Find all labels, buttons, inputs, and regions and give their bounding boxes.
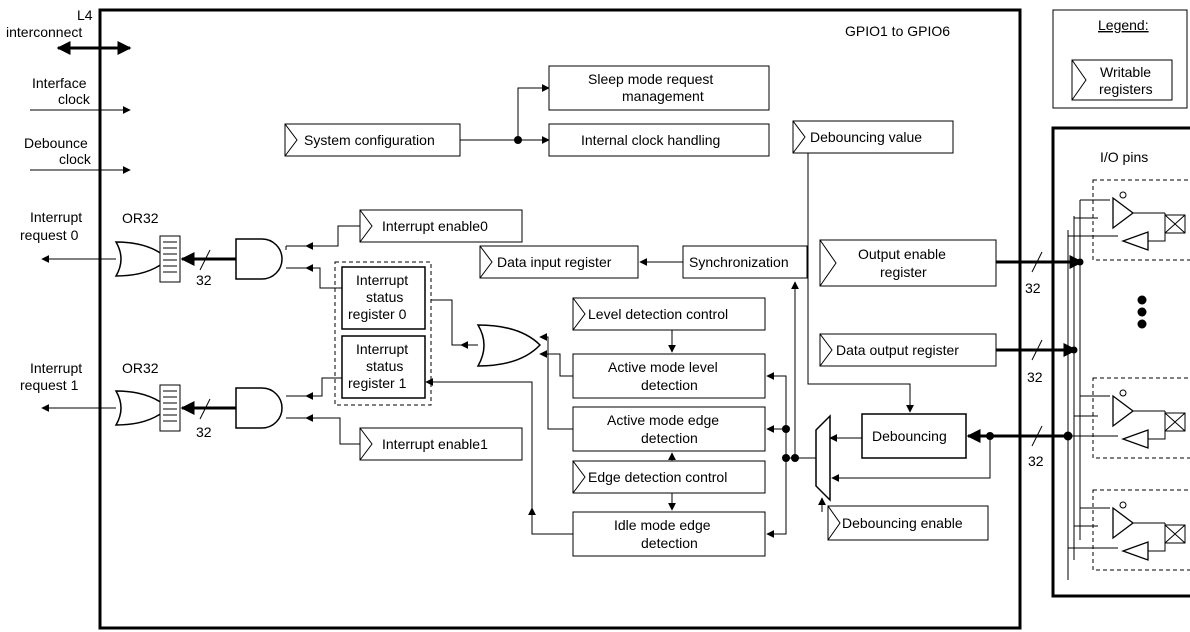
sysconf-to-sleep-arrow — [517, 84, 550, 140]
debounce-clock-label-2: clock — [59, 151, 92, 167]
irq0-label-2: request 0 — [20, 227, 79, 243]
data-input-register-block — [479, 245, 639, 279]
legend-writable-label: Writable — [1100, 64, 1151, 80]
active-level-detection-label: Active mode level — [608, 359, 718, 375]
debouncing-enable-label: Debouncing enable — [842, 515, 963, 531]
and-gate-1 — [235, 387, 283, 429]
pin-wiring — [1063, 199, 1118, 580]
debouncing-value-block — [792, 120, 954, 154]
l4-label-2: interconnect — [6, 24, 82, 40]
system-configuration-block — [284, 123, 461, 157]
or32-gate-0-label: OR32 — [122, 210, 159, 226]
debouncing-value-label: Debouncing value — [810, 129, 922, 145]
irq0-label: Interrupt — [30, 209, 82, 225]
active-edge-detection-block — [572, 406, 766, 452]
isr0-block — [341, 266, 426, 330]
vertical-ellipsis-icon — [1137, 295, 1147, 329]
interrupt-enable1-label: Interrupt enable1 — [382, 436, 488, 452]
debouncing-label: Debouncing — [872, 428, 947, 444]
isr1-block — [341, 335, 426, 399]
pin-cell-1 — [1092, 179, 1190, 261]
legend-title: Legend: — [1098, 17, 1149, 33]
level-detection-control-block — [572, 297, 766, 331]
sleep-mode-label-2: management — [622, 88, 704, 104]
isr1-label: Interrupt — [356, 341, 408, 357]
pin-cell-3 — [1092, 489, 1190, 571]
idle-edge-detection-label-2: detection — [641, 535, 698, 551]
idle-edge-detection-block — [572, 511, 766, 557]
legend-box — [1052, 9, 1188, 109]
edge-detection-control-block — [572, 460, 766, 494]
internal-clock-label: Internal clock handling — [581, 132, 720, 148]
bus-width-label-do: 32 — [1027, 369, 1043, 385]
gpio-module-boundary — [98, 8, 1022, 630]
sleep-mode-block — [548, 65, 770, 111]
isr-group-dashed-box — [334, 261, 432, 406]
legend-writable-label-2: registers — [1099, 81, 1153, 97]
or32-gate-1 — [114, 384, 181, 432]
idle-edge-detection-label: Idle mode edge — [614, 517, 711, 533]
pin-cell-2 — [1092, 377, 1190, 459]
isr0-label: Interrupt — [356, 272, 408, 288]
data-output-register-block — [819, 333, 997, 367]
debounce-clock-label: Debounce — [24, 135, 88, 151]
iface-clock-label-2: clock — [58, 91, 91, 107]
synchronization-block — [682, 245, 808, 279]
detection-or-gate — [476, 324, 542, 367]
or32-gate-0 — [114, 235, 181, 283]
isr0-label-2: status — [366, 289, 403, 305]
gpio-module-label: GPIO1 to GPIO6 — [845, 23, 950, 39]
and-gate-0 — [235, 238, 283, 280]
debouncing-enable-block — [827, 505, 989, 541]
active-level-detection-label-2: detection — [641, 377, 698, 393]
legend-writable-swatch: Writable registers — [1071, 59, 1173, 101]
isr0-label-3: register 0 — [348, 306, 407, 322]
data-input-register-label: Data input register — [497, 254, 612, 270]
active-level-detection-block — [572, 353, 766, 399]
synchronization-label: Synchronization — [689, 254, 789, 270]
irq1-label: Interrupt — [30, 360, 82, 376]
output-enable-register-label: Output enable — [858, 246, 946, 262]
debval-to-debouncing-arrow — [807, 153, 914, 413]
bus-width-label-input: 32 — [1028, 453, 1044, 469]
io-pins-boundary — [1051, 126, 1190, 598]
debounce-mux — [815, 414, 831, 502]
data-output-register-label: Data output register — [836, 342, 959, 358]
l4-label: L4 — [77, 7, 93, 23]
isr1-label-2: status — [366, 358, 403, 374]
internal-clock-block — [548, 123, 770, 157]
bus-width-label-and0: 32 — [196, 272, 212, 288]
system-configuration-label: System configuration — [304, 132, 435, 148]
active-edge-detection-label: Active mode edge — [607, 412, 719, 428]
level-detection-control-label: Level detection control — [588, 306, 728, 322]
bus-width-label-and1: 32 — [196, 424, 212, 440]
bus-width-label-oe: 32 — [1025, 280, 1041, 296]
isr1-label-3: register 1 — [348, 375, 407, 391]
edge-detection-control-label: Edge detection control — [588, 469, 727, 485]
debouncing-block — [861, 413, 967, 459]
interrupt-enable0-label: Interrupt enable0 — [382, 218, 488, 234]
io-pins-label: I/O pins — [1100, 149, 1148, 165]
active-edge-detection-label-2: detection — [641, 430, 698, 446]
or32-gate-1-label: OR32 — [122, 360, 159, 376]
output-enable-register-label-2: register — [880, 264, 927, 280]
sleep-mode-label: Sleep mode request — [588, 71, 713, 87]
irq1-label-2: request 1 — [20, 377, 79, 393]
iface-clock-label: Interface — [32, 75, 87, 91]
